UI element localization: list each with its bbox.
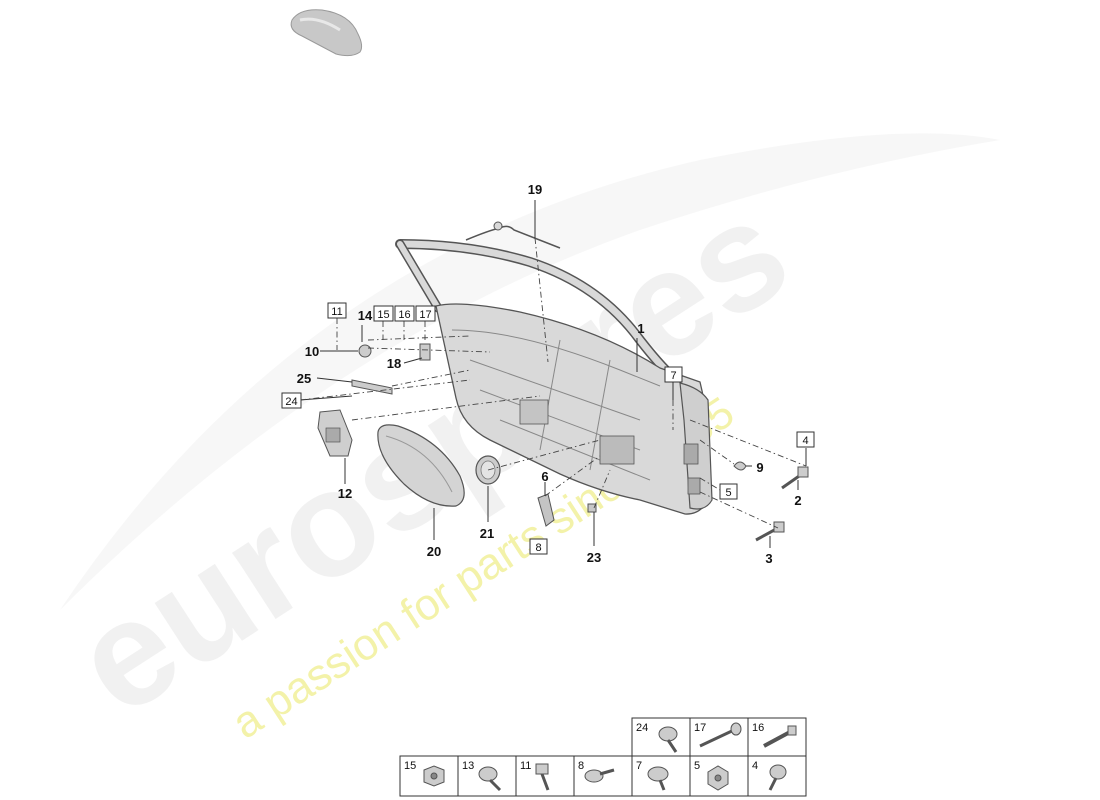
- callout-25: 25: [297, 371, 311, 386]
- door-shell: [395, 239, 713, 515]
- hw-cell-24-label: 24: [636, 722, 648, 734]
- boxref-24: 24: [281, 392, 302, 409]
- callout-10: 10: [305, 344, 319, 359]
- part-2-bolt: [781, 466, 809, 490]
- screw-13-icon: [478, 766, 502, 792]
- hardware-table: 24 17 16 15 13 11 8 7 5 4: [399, 717, 807, 797]
- callout-23: 23: [587, 550, 601, 565]
- svg-text:4: 4: [802, 435, 808, 447]
- hw-cell-13-label: 13: [462, 760, 474, 772]
- callout-1: 1: [637, 321, 644, 336]
- boxref-11: 11: [327, 302, 347, 319]
- part-12-lock: [317, 409, 353, 457]
- boxref-7: 7: [664, 366, 683, 383]
- callout-20: 20: [427, 544, 441, 559]
- hw-cell-5-label: 5: [694, 760, 700, 772]
- svg-text:7: 7: [670, 370, 676, 382]
- svg-text:17: 17: [419, 309, 431, 321]
- hw-cell-17-label: 17: [694, 722, 706, 734]
- callout-2: 2: [794, 493, 801, 508]
- screw-4-icon: [768, 764, 787, 791]
- part-20-speaker-grille: [377, 424, 465, 507]
- boxref-5: 5: [719, 483, 738, 500]
- callout-9: 9: [756, 460, 763, 475]
- callout-18: 18: [387, 356, 401, 371]
- leader-lines: [299, 200, 807, 548]
- hw-cell-11-label: 11: [520, 760, 531, 772]
- nut-5-icon: [707, 765, 729, 791]
- hw-cell-4-label: 4: [752, 760, 758, 772]
- boxref-15: 15: [373, 305, 394, 322]
- svg-text:8: 8: [535, 542, 541, 554]
- boxref-8: 8: [529, 538, 548, 555]
- callout-6: 6: [541, 469, 548, 484]
- screw-8-icon: [584, 768, 615, 783]
- screw-24-icon: [658, 726, 678, 753]
- svg-text:5: 5: [725, 487, 731, 499]
- boxref-17: 17: [415, 305, 436, 322]
- hw-cell-15-label: 15: [404, 760, 416, 772]
- screw-7-icon: [647, 766, 669, 791]
- part-23-clip: [587, 503, 597, 513]
- callout-12: 12: [338, 486, 352, 501]
- boxed-references: 11 15 16 17 24 7 4 5: [281, 302, 815, 555]
- callout-19: 19: [528, 182, 542, 197]
- callout-21: 21: [480, 526, 494, 541]
- bolt-11-icon: [535, 763, 550, 791]
- bolt-17-icon: [699, 722, 742, 748]
- callout-3: 3: [765, 551, 772, 566]
- part-9-clip: [733, 461, 747, 471]
- hw-cell-16-label: 16: [752, 722, 764, 734]
- dashed-lines: [299, 237, 807, 529]
- svg-text:15: 15: [377, 309, 389, 321]
- callout-14: 14: [358, 308, 373, 323]
- svg-text:16: 16: [398, 309, 410, 321]
- hw-cell-8-label: 8: [578, 760, 584, 772]
- part-19-rod: [465, 221, 561, 249]
- part-3-bolt: [755, 521, 785, 542]
- car-thumbnail: [290, 9, 363, 57]
- hw-cell-7-label: 7: [636, 760, 642, 772]
- bolt-16-icon: [763, 725, 797, 748]
- callout-labels: 19 1 14 10 18 25 12 20 21 6 23 9 2 3: [297, 182, 802, 566]
- svg-text:24: 24: [285, 396, 297, 408]
- boxref-16: 16: [394, 305, 415, 322]
- boxref-4: 4: [796, 431, 815, 448]
- svg-text:11: 11: [331, 306, 342, 318]
- nut-15-icon: [423, 765, 445, 787]
